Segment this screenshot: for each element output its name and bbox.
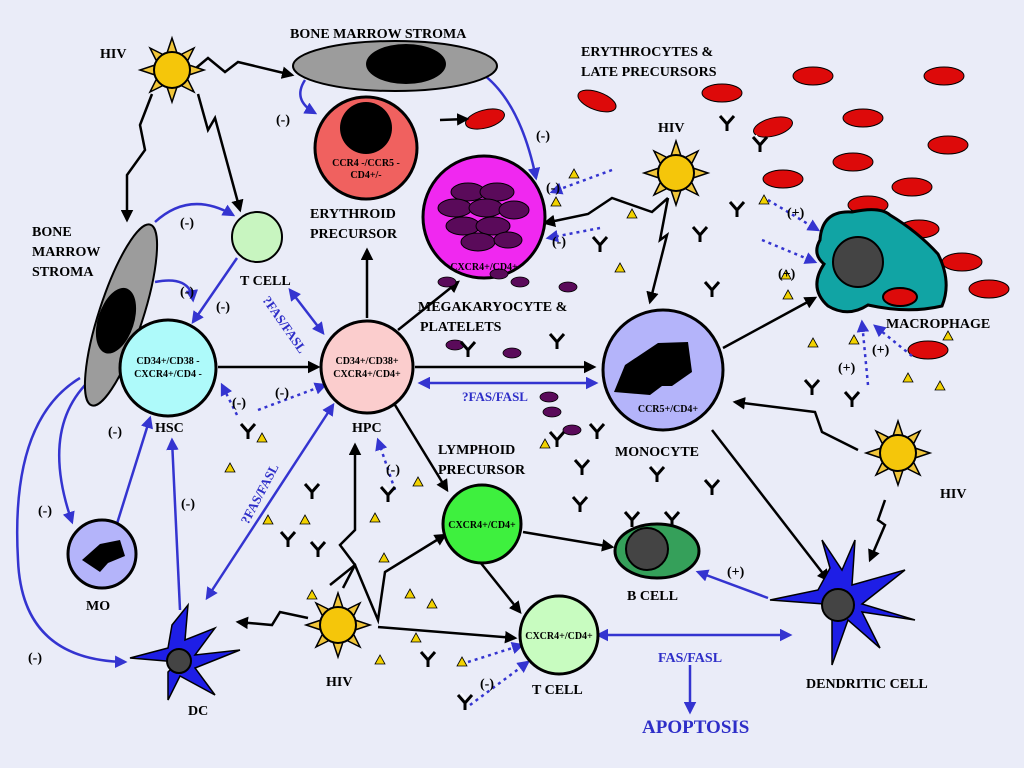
mo-label: MO: [86, 599, 110, 614]
t-cell-bottom-label: T CELL: [532, 683, 583, 698]
monocyte-cell: [601, 308, 725, 432]
dendritic-cell: [769, 539, 916, 666]
macrophage-cell: [815, 208, 948, 314]
lymphoid-precursor-label-2: PRECURSOR: [438, 463, 526, 478]
dendritic-cell-label: DENDRITIC CELL: [806, 677, 928, 692]
minus-sign: (-): [181, 497, 195, 512]
hiv-label-top-left: HIV: [100, 47, 126, 62]
fas-fasl-label: FAS/FASL: [658, 651, 722, 666]
hiv-virus-right: [863, 418, 933, 488]
hsc-marker-2: CXCR4+/CD4 -: [134, 369, 202, 380]
minus-sign: (-): [216, 300, 230, 315]
minus-sign: (-): [275, 386, 289, 401]
minus-sign: (-): [276, 113, 290, 128]
lymphoid-marker: CXCR4+/CD4+: [448, 520, 516, 531]
regulatory-arrows: [16, 70, 793, 715]
hiv-virus-top-right: [641, 138, 711, 208]
megakaryocyte-label-1: MEGAKARYOCYTE &: [418, 300, 567, 315]
erythroid-marker-1: CCR4 -/CCR5 -: [332, 158, 400, 169]
bone-marrow-stroma-left-label-1: BONE: [32, 225, 72, 240]
plus-sign: (+): [787, 206, 805, 221]
lymphoid-precursor-cell: [441, 483, 523, 565]
minus-sign: (-): [180, 285, 194, 300]
erythroid-precursor-label-2: PRECURSOR: [310, 227, 398, 242]
hsc-cell: [118, 318, 218, 418]
hpc-label: HPC: [352, 421, 382, 436]
megakaryocyte-label-2: PLATELETS: [420, 320, 502, 335]
hpc-marker-1: CD34+/CD38+: [335, 356, 398, 367]
minus-sign: (-): [480, 677, 494, 692]
cytokine-dotted-arrows: [220, 168, 913, 707]
erythrocytes-label-1: ERYTHROCYTES &: [581, 45, 713, 60]
hsc-marker-1: CD34+/CD38 -: [136, 356, 199, 367]
minus-sign: (-): [232, 396, 246, 411]
hpc-cell: [319, 319, 415, 415]
mo-cell: [66, 518, 138, 590]
megakaryocyte-marker: CXCR4+/CD4+: [450, 262, 518, 273]
plus-sign: (+): [778, 267, 796, 282]
minus-sign: (-): [108, 425, 122, 440]
monocyte-label: MONOCYTE: [615, 445, 699, 460]
monocyte-marker: CCR5+/CD4+: [638, 404, 699, 415]
hiv-label-bottom: HIV: [326, 675, 352, 690]
bone-marrow-stroma-top-label: BONE MARROW STROMA: [290, 27, 467, 42]
plus-sign: (+): [727, 565, 745, 580]
bone-marrow-stroma-top: [292, 40, 498, 92]
minus-sign: (-): [28, 651, 42, 666]
erythroid-marker-2: CD4+/-: [350, 170, 381, 181]
hiv-virus-top-left: [137, 35, 207, 105]
minus-sign: (-): [552, 235, 566, 250]
erythroid-precursor-label-1: ERYTHROID: [310, 207, 396, 222]
platelets: [437, 268, 582, 436]
t-cell-top: [231, 211, 283, 263]
plus-sign: (+): [872, 343, 890, 358]
dc-cell: [129, 602, 241, 701]
minus-sign: (-): [536, 129, 550, 144]
dc-label: DC: [188, 704, 208, 719]
labels: HIV BONE MARROW STROMA ERYTHROCYTES & LA…: [28, 27, 990, 738]
bone-marrow-stroma-left-label-3: STROMA: [32, 265, 94, 280]
fas-fasl-monocyte: ?FAS/FASL: [462, 389, 528, 404]
macrophage-label: MACROPHAGE: [886, 317, 990, 332]
hiv-label-right: HIV: [940, 487, 966, 502]
fas-fasl-tcell: ?FAS/FASL: [260, 293, 310, 356]
t-cell-bottom: [518, 594, 600, 676]
minus-sign: (-): [38, 504, 52, 519]
b-cell: [613, 508, 701, 580]
plus-sign: (+): [838, 361, 856, 376]
lymphoid-precursor-label-1: LYMPHOID: [438, 443, 515, 458]
megakaryocyte-cell: [421, 154, 547, 280]
minus-sign: (-): [546, 181, 560, 196]
hiv-virus-bottom: [303, 590, 373, 660]
differentiation-arrows: [120, 56, 887, 644]
bone-marrow-stroma-left-label-2: MARROW: [32, 245, 100, 260]
minus-sign: (-): [180, 216, 194, 231]
t-cell-top-label: T CELL: [240, 274, 291, 289]
erythrocytes-label-2: LATE PRECURSORS: [581, 65, 717, 80]
erythroid-precursor-cell: [313, 95, 419, 201]
hpc-marker-2: CXCR4+/CD4+: [333, 369, 401, 380]
apoptosis-label: APOPTOSIS: [642, 717, 749, 738]
b-cell-label: B CELL: [627, 589, 678, 604]
t-cell-bottom-marker: CXCR4+/CD4+: [525, 631, 593, 642]
bone-marrow-stroma-left: [83, 223, 159, 407]
minus-sign: (-): [386, 463, 400, 478]
hsc-label: HSC: [155, 421, 184, 436]
hiv-label-top-right: HIV: [658, 121, 684, 136]
